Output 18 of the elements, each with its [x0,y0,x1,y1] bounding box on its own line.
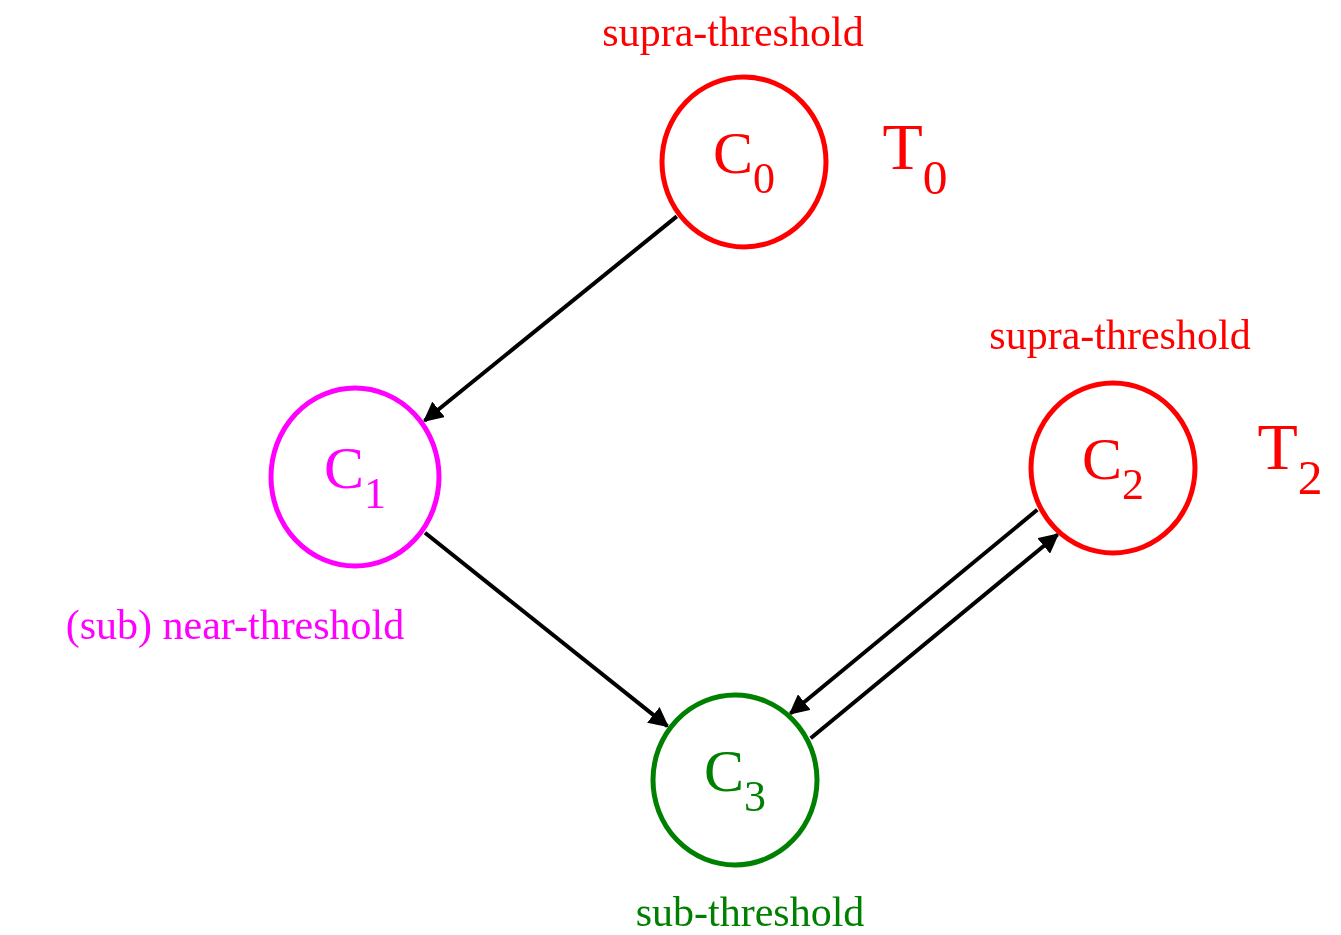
arrow [788,508,1039,716]
state-caption: supra-threshold [989,314,1251,356]
state-circle [1029,381,1197,555]
arrow [423,531,669,728]
state-circle [660,75,828,249]
temperature-label: T$_{0}$ [882,113,948,203]
arrow [809,532,1060,740]
state-label: C$_{1}$ [324,438,386,516]
state-circle [269,386,441,568]
state-label: C$_{3}$ [704,741,766,819]
arrow [423,214,679,423]
state-label: C$_{0}$ [713,123,775,201]
state-caption: (sub) near-threshold [65,604,405,646]
state-caption: supra-threshold [602,11,864,53]
state-caption: sub-threshold [635,891,865,933]
temperature-label: T$_{2}$ [1257,413,1323,503]
state-circle [651,693,819,867]
state-label: C$_{2}$ [1082,429,1144,507]
